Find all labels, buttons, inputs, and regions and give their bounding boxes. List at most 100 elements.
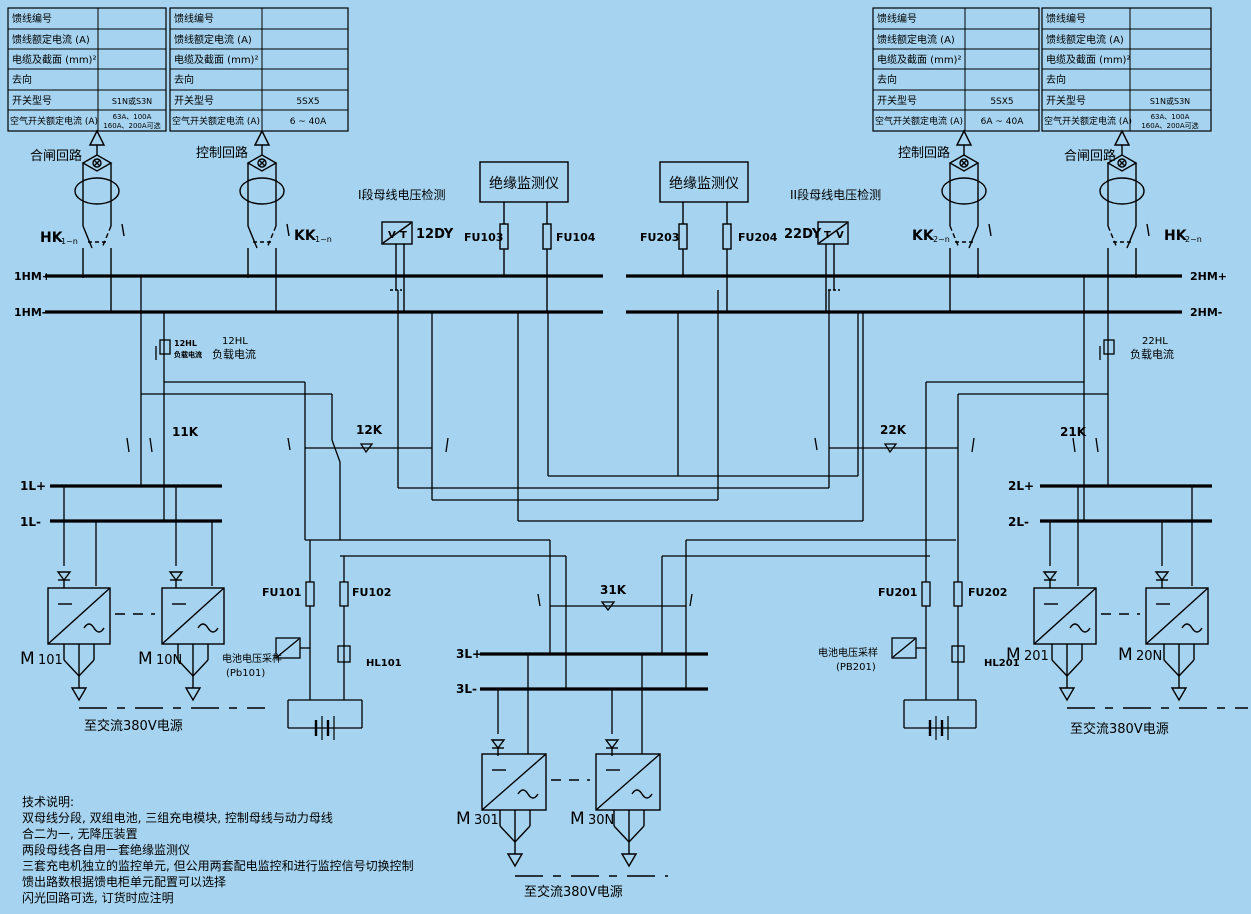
table-value: 6 ~ 40A xyxy=(290,117,327,127)
label-fu203: FU203 xyxy=(640,231,679,244)
feeder-control-right xyxy=(941,129,992,312)
table-label: 电缆及截面 (mm)² xyxy=(1046,53,1130,66)
label-12hl: 12HL xyxy=(222,336,248,347)
label-22dy-vt: V xyxy=(836,230,844,241)
label-m201: M xyxy=(1006,645,1021,665)
label-fu201: FU201 xyxy=(878,586,917,599)
label-insulation-monitor-1: 绝缘监测仪 xyxy=(489,176,559,192)
label-m30n: M xyxy=(570,809,585,829)
feeder-tables: 馈线编号 馈线额定电流 (A) 电缆及截面 (mm)² 去向 开关型号 空气开关… xyxy=(7,7,1212,132)
label-kk1-sub: 1~n xyxy=(315,235,332,244)
label-12hl-small: 12HL xyxy=(174,339,197,348)
technical-notes: 技术说明: 双母线分段, 双组电池, 三组充电模块, 控制母线与动力母线 合二为… xyxy=(22,794,414,905)
label-fu102: FU102 xyxy=(352,586,391,599)
table-label: 空气开关额定电流 (A) xyxy=(1044,115,1132,127)
label-21k: 21K xyxy=(1060,425,1087,439)
table-value: 63A、100A xyxy=(113,113,152,121)
feeder-table-left-b: 馈线编号 馈线额定电流 (A) 电缆及截面 (mm)² 去向 开关型号 空气开关… xyxy=(169,7,349,132)
note-line: 闪光回路可选, 订货时应注明 xyxy=(22,890,174,905)
charger-m301 xyxy=(481,739,547,868)
label-kk2: KK xyxy=(912,228,935,244)
feeder-control-left xyxy=(239,129,290,312)
interconnect-wiring xyxy=(63,276,1193,754)
labels: 合闸回路 控制回路 控制回路 合闸回路 HK 1~n KK 1~n KK 2~n… xyxy=(14,145,1227,905)
label-1hm-minus: 1HM- xyxy=(14,306,46,319)
label-m20n-sub: 20N xyxy=(1136,649,1162,664)
label-load-current-left: 负载电流 xyxy=(212,347,256,361)
feeder-closing-left xyxy=(74,129,125,312)
label-2l-plus: 2L+ xyxy=(1008,479,1034,493)
label-closing-circuit: 合闸回路 xyxy=(1064,148,1116,164)
label-m10n: M xyxy=(138,649,153,669)
label-bus1-voltage-detect: I段母线电压检测 xyxy=(358,187,446,202)
label-hl201: HL201 xyxy=(984,658,1020,669)
label-battery-sample-right: 电池电压采样 xyxy=(818,646,878,659)
feeder-closing-right xyxy=(1099,129,1150,312)
table-label: 去向 xyxy=(12,73,32,86)
note-line: 双母线分段, 双组电池, 三组充电模块, 控制母线与动力母线 xyxy=(22,810,333,825)
label-ac-source-left: 至交流380V电源 xyxy=(84,718,183,734)
insulation-monitor-2 xyxy=(659,161,749,203)
label-bus2-voltage-detect: II段母线电压检测 xyxy=(790,187,881,202)
label-1l-plus: 1L+ xyxy=(20,479,46,493)
note-line: 技术说明: xyxy=(22,794,74,809)
label-22dy-vt: T xyxy=(824,230,831,241)
charger-m30n xyxy=(595,739,661,868)
table-value: 6A ~ 40A xyxy=(981,117,1025,127)
note-line: 合二为一, 无降压装置 xyxy=(22,826,138,841)
table-label: 馈线编号 xyxy=(1046,12,1086,25)
table-value: 160A、200A可选 xyxy=(1141,121,1198,130)
label-hk2: HK xyxy=(1164,228,1188,244)
label-kk1: KK xyxy=(294,228,317,244)
feeder-table-right-b: 馈线编号 馈线额定电流 (A) 电缆及截面 (mm)² 去向 开关型号 空气开关… xyxy=(1041,7,1212,132)
feeder-table-right-a: 馈线编号 馈线额定电流 (A) 电缆及截面 (mm)² 去向 开关型号 空气开关… xyxy=(872,7,1040,132)
label-12hl-small2: 负载电流 xyxy=(174,350,202,359)
table-value: 5SX5 xyxy=(296,97,319,107)
table-label: 空气开关额定电流 (A) xyxy=(172,115,260,127)
table-label: 馈线额定电流 (A) xyxy=(1046,33,1124,46)
charger-m10n xyxy=(161,571,225,702)
charger-m20n xyxy=(1145,571,1209,702)
battery-circuits xyxy=(275,540,977,740)
table-label: 电缆及截面 (mm)² xyxy=(877,53,961,66)
label-fu103: FU103 xyxy=(464,231,503,244)
table-label: 去向 xyxy=(174,73,194,86)
label-2hm-minus: 2HM- xyxy=(1190,306,1222,319)
table-value: 160A、200A可选 xyxy=(103,121,160,130)
label-m201-sub: 201 xyxy=(1024,649,1049,664)
label-kk2-sub: 2~n xyxy=(933,235,950,244)
label-12dy-vt: T xyxy=(400,230,407,241)
label-1l-minus: 1L- xyxy=(20,515,41,529)
label-1hm-plus: 1HM+ xyxy=(14,270,51,283)
label-fu104: FU104 xyxy=(556,231,596,244)
table-label: 馈线额定电流 (A) xyxy=(174,33,252,46)
battery-circuit-right xyxy=(891,540,977,740)
table-value: S1N或S3N xyxy=(1150,96,1190,106)
table-label: 馈线额定电流 (A) xyxy=(877,33,955,46)
table-label: 去向 xyxy=(1046,73,1066,86)
label-22dy: 22DY xyxy=(784,227,822,242)
table-value: 63A、100A xyxy=(1151,113,1190,121)
label-11k: 11K xyxy=(172,425,199,439)
voltage-detector-22dy xyxy=(817,221,849,312)
note-line: 两段母线各自用一套绝缘监测仪 xyxy=(22,842,190,857)
table-label: 馈线编号 xyxy=(877,12,917,25)
table-label: 去向 xyxy=(877,73,897,86)
feeder-branches xyxy=(74,129,1150,312)
label-closing-circuit: 合闸回路 xyxy=(30,148,82,164)
label-2l-minus: 2L- xyxy=(1008,515,1029,529)
label-hk1-sub: 1~n xyxy=(61,237,78,246)
indicator-hl201 xyxy=(951,645,965,663)
battery-circuit-left xyxy=(275,540,363,740)
table-label: 电缆及截面 (mm)² xyxy=(12,53,96,66)
label-m301-sub: 301 xyxy=(474,813,499,828)
label-pb201: (PB201) xyxy=(836,662,876,673)
label-control-circuit: 控制回路 xyxy=(898,145,950,161)
table-label: 开关型号 xyxy=(877,94,917,107)
table-label: 电缆及截面 (mm)² xyxy=(174,53,258,66)
label-m301: M xyxy=(456,809,471,829)
label-ac-source-right: 至交流380V电源 xyxy=(1070,721,1169,737)
label-hk2-sub: 2~n xyxy=(1185,235,1202,244)
label-2hm-plus: 2HM+ xyxy=(1190,270,1227,283)
